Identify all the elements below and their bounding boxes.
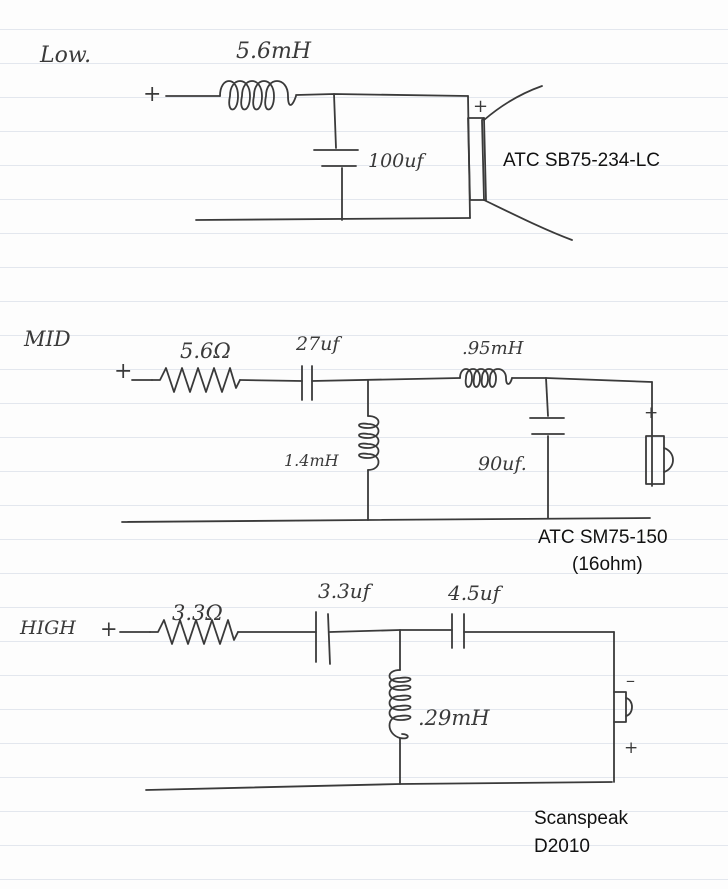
- high-driver-label: Scanspeak: [534, 808, 629, 829]
- low-section: Low. + 5.6mH 100uf + ATC SB75-234-LC: [39, 39, 660, 241]
- high-driver-minus: –: [626, 670, 635, 691]
- mid-top-wire-right: [511, 377, 653, 383]
- mid-series-inductor-label: .95mH: [462, 338, 524, 359]
- low-driver-label: ATC SB75-234-LC: [503, 150, 660, 171]
- mid-wire-r-to-c: [239, 379, 303, 382]
- mid-wire-c-to-l: [311, 377, 461, 382]
- high-plus-terminal: +: [100, 617, 118, 641]
- mid-shunt-inductor-symbol: [358, 415, 380, 471]
- low-plus-terminal: +: [143, 82, 161, 107]
- mid-driver-symbol: [645, 435, 674, 485]
- low-driver-plus: +: [473, 96, 488, 117]
- low-section-label: Low.: [39, 43, 91, 68]
- mid-shunt-inductor-label: 1.4mH: [284, 451, 340, 470]
- high-ground-wire: [145, 781, 613, 791]
- high-shunt-inductor-symbol: [388, 669, 412, 740]
- mid-resistor-label: 5.6Ω: [180, 339, 231, 363]
- low-capacitor-label: 100uf: [368, 150, 427, 172]
- mid-series-inductor-symbol: [459, 368, 513, 388]
- high-driver-model: D2010: [534, 836, 590, 857]
- low-inductor-label: 5.6mH: [236, 39, 312, 64]
- high-driver-plus: +: [624, 738, 638, 758]
- high-tweeter-symbol: [613, 691, 633, 723]
- mid-section: MID + 5.6Ω 27uf .95mH 1.4mH 90uf. + ATC …: [23, 327, 674, 575]
- mid-driver-label: ATC SM75-150: [538, 527, 668, 548]
- low-ground-wire: [195, 217, 471, 221]
- high-cap2-label: 4.5uf: [447, 581, 504, 605]
- mid-shunt-cap-label: 90uf.: [478, 453, 527, 475]
- mid-series-cap-label: 27uf: [295, 333, 342, 355]
- low-woofer-symbol: [467, 85, 573, 241]
- low-cap-lead-top: [333, 93, 337, 149]
- mid-resistor-symbol: [151, 367, 241, 393]
- high-wire-c1-to-c2: [329, 629, 453, 633]
- mid-shunt-cap-lead-top: [545, 377, 549, 417]
- high-cap1-label: 3.3uf: [318, 579, 374, 603]
- high-cap1-plate-right: [327, 613, 331, 665]
- high-section-label: HIGH: [19, 617, 76, 639]
- low-top-wire: [295, 93, 469, 97]
- high-section: HIGH + 3.3Ω 3.3uf 4.5uf .29mH – + Scansp…: [19, 579, 638, 857]
- high-shunt-inductor-label: .29mH: [418, 706, 490, 730]
- low-inductor-symbol: [219, 80, 297, 111]
- mid-ground-wire: [121, 517, 651, 523]
- high-resistor-symbol: [149, 619, 239, 645]
- mid-driver-impedance: (16ohm): [572, 554, 643, 575]
- mid-plus-terminal: +: [114, 359, 132, 384]
- mid-section-label: MID: [23, 327, 71, 351]
